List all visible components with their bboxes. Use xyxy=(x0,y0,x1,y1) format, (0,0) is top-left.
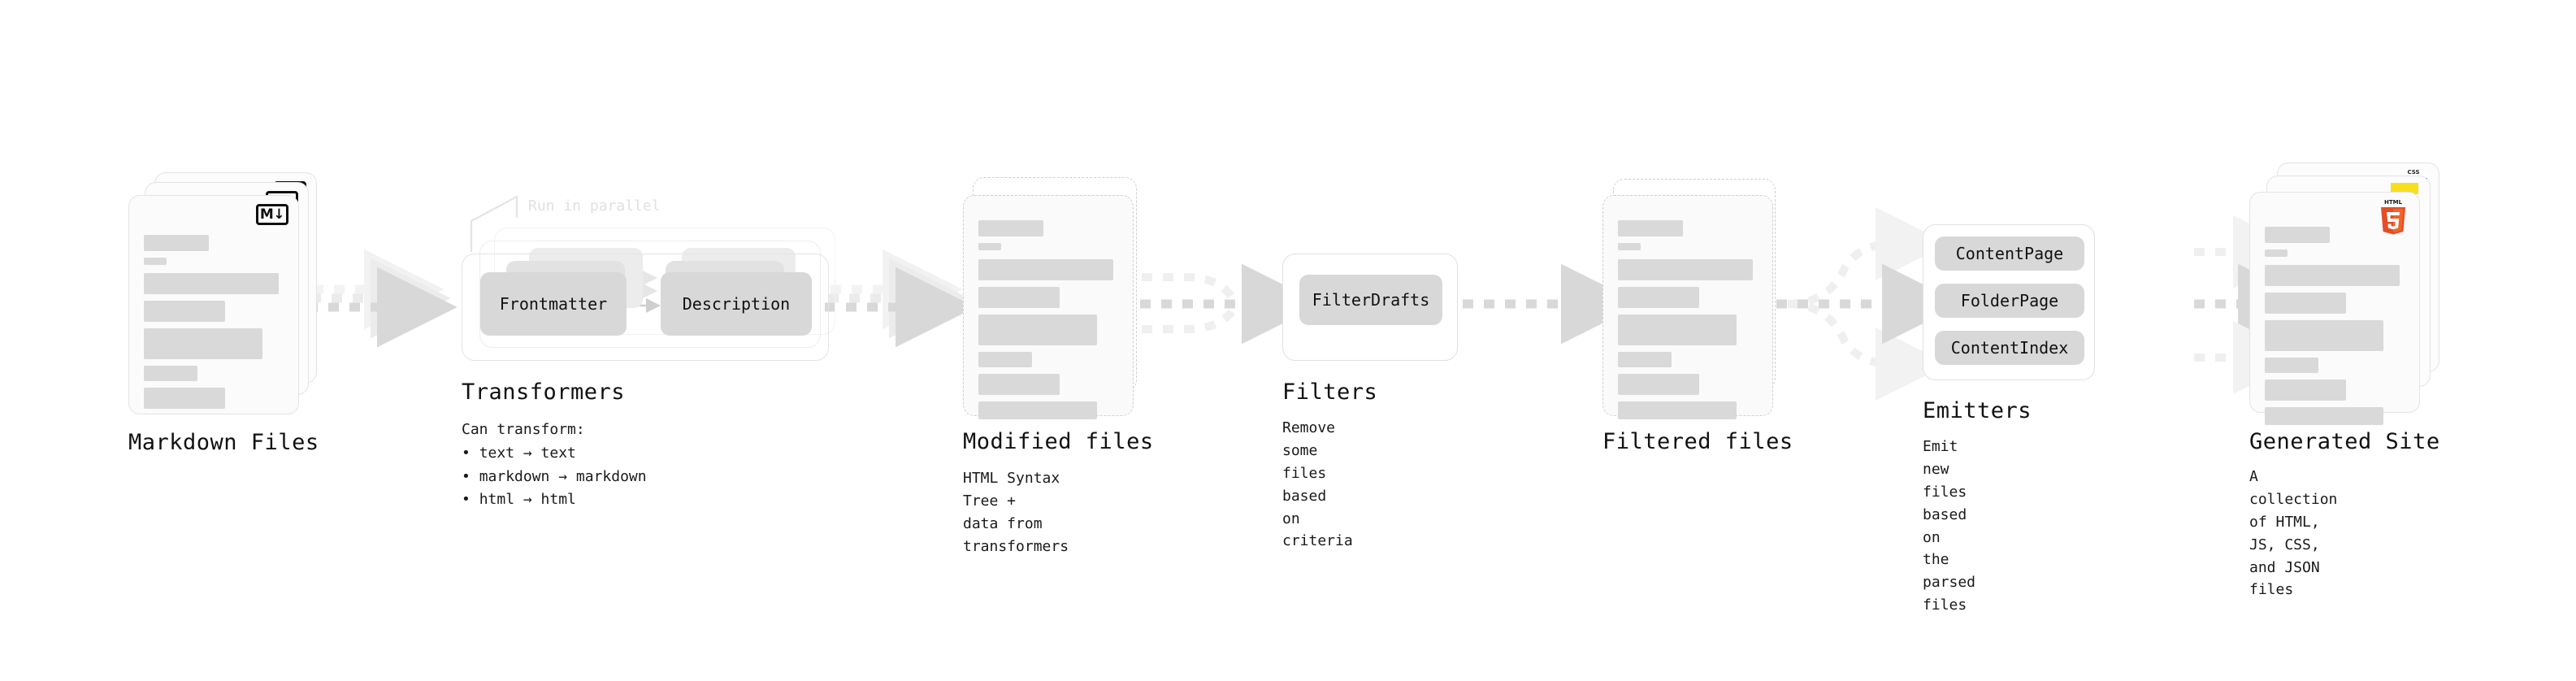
stage-title-filtered: Filtered files xyxy=(1602,429,1793,454)
skeleton-line xyxy=(2265,249,2288,257)
transformers-desc-lead: Can transform: xyxy=(462,421,585,438)
bullet-item: html → html xyxy=(462,488,647,512)
css-icon-label: CSS xyxy=(2407,169,2420,176)
emitter-chip-contentpage[interactable]: ContentPage xyxy=(1935,236,2084,271)
filtered-file-card-front xyxy=(1602,195,1773,419)
filters-group: FilterDrafts xyxy=(1282,254,1458,361)
skeleton-line xyxy=(144,388,225,409)
html5-icon: HTML xyxy=(2377,197,2409,235)
skeleton-line xyxy=(144,328,262,359)
skeleton-line xyxy=(144,273,279,294)
skeleton-line xyxy=(978,352,1032,367)
markdown-file-card-front: M↓ xyxy=(128,195,299,414)
stage-subtitle-generated: A collection of HTML, JS, CSS, and JSON … xyxy=(2249,468,2338,599)
arrow-markdown-to-transformers xyxy=(307,249,458,348)
arrow-modified-to-filters xyxy=(1140,263,1322,345)
skeleton-line xyxy=(978,314,1097,345)
skeleton-line xyxy=(2265,293,2346,314)
skeleton-line xyxy=(978,243,1001,250)
skeleton-line xyxy=(2265,380,2346,401)
skeleton-line xyxy=(2265,358,2318,373)
skeleton-line xyxy=(1618,374,1699,395)
skeleton-line xyxy=(978,374,1060,395)
skeleton-line xyxy=(2265,265,2400,286)
skeleton-line xyxy=(978,220,1043,236)
stage-subtitle-filters: Remove some files based on criteria xyxy=(1282,419,1353,550)
stage-subtitle-modified: HTML Syntax Tree + data from transformer… xyxy=(963,470,1069,555)
stage-title-emitters: Emitters xyxy=(1923,398,2032,423)
arrow-transformers-to-modified xyxy=(825,249,976,348)
transformer-chip-description[interactable]: Description xyxy=(661,272,812,336)
emitters-group: ContentPage FolderPage ContentIndex xyxy=(1923,224,2095,380)
stage-title-generated: Generated Site xyxy=(2249,429,2440,454)
skeleton-line xyxy=(1618,243,1641,250)
skeleton-line xyxy=(2265,227,2330,243)
emitter-chip-contentindex[interactable]: ContentIndex xyxy=(1935,331,2084,365)
transformers-description: Can transform: text → text markdown → ma… xyxy=(462,419,647,512)
modified-file-card-front xyxy=(963,195,1134,419)
skeleton-line xyxy=(144,235,209,251)
skeleton-line xyxy=(1618,287,1699,308)
stage-title-markdown: Markdown Files xyxy=(128,430,319,455)
stage-title-modified: Modified files xyxy=(963,429,1154,454)
bullet-item: markdown → markdown xyxy=(462,466,647,489)
skeleton-line xyxy=(978,259,1113,280)
arrow-emitters-to-generated xyxy=(2194,215,2318,394)
skeleton-line xyxy=(1618,314,1737,345)
skeleton-line xyxy=(2265,407,2383,425)
bullet-item: text → text xyxy=(462,442,647,466)
skeleton-line xyxy=(978,401,1097,419)
skeleton-line xyxy=(1618,259,1753,280)
skeleton-line xyxy=(144,301,225,322)
transformers-bullet-list: text → text markdown → markdown html → h… xyxy=(462,442,647,512)
skeleton-line xyxy=(1618,352,1672,367)
js-icon xyxy=(2391,183,2418,194)
stage-title-transformers: Transformers xyxy=(462,380,626,405)
skeleton-line xyxy=(2265,320,2383,351)
transformer-chip-frontmatter[interactable]: Frontmatter xyxy=(480,272,627,336)
filter-chip-filterdrafts[interactable]: FilterDrafts xyxy=(1299,275,1442,325)
skeleton-line xyxy=(144,258,167,265)
generated-file-card-front: HTML xyxy=(2249,192,2420,425)
transformers-group-front: Frontmatter Description xyxy=(462,254,829,361)
stage-subtitle-emitters: Emit new files based on the parsed files xyxy=(1923,438,1976,614)
markdown-icon: M↓ xyxy=(256,204,288,225)
stage-title-filters: Filters xyxy=(1282,380,1378,405)
skeleton-line xyxy=(1618,220,1683,236)
arrow-filtered-to-emitters xyxy=(1776,207,1962,401)
skeleton-line xyxy=(978,287,1060,308)
svg-text:HTML: HTML xyxy=(2384,199,2403,206)
skeleton-line xyxy=(1618,401,1737,419)
emitter-chip-folderpage[interactable]: FolderPage xyxy=(1935,284,2084,318)
run-in-parallel-label: Run in parallel xyxy=(528,197,661,215)
skeleton-line xyxy=(144,366,197,381)
